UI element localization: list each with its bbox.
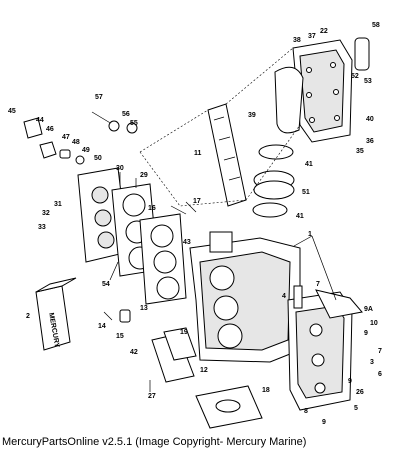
callout-15: 15 bbox=[116, 333, 124, 340]
callout-48: 48 bbox=[72, 139, 80, 146]
callout-31: 31 bbox=[54, 201, 62, 208]
callout-47: 47 bbox=[62, 134, 70, 141]
exhaust-gasket bbox=[207, 103, 247, 207]
callout-22: 22 bbox=[320, 28, 328, 35]
callout-51: 51 bbox=[302, 189, 310, 196]
exhaust-cover-assembly bbox=[274, 37, 370, 143]
callout-32: 32 bbox=[42, 210, 50, 217]
callout-9A: 9A bbox=[364, 306, 373, 313]
callout-26: 26 bbox=[356, 389, 364, 396]
base-gasket bbox=[195, 385, 263, 429]
callout-42: 42 bbox=[130, 349, 138, 356]
callout-8: 8 bbox=[304, 408, 308, 415]
callout-2: 2 bbox=[26, 313, 30, 320]
callout-29: 29 bbox=[140, 172, 148, 179]
crankcase-cover bbox=[287, 289, 363, 411]
callout-38: 38 bbox=[293, 37, 301, 44]
callout-13: 13 bbox=[140, 305, 148, 312]
callout-4: 4 bbox=[282, 293, 286, 300]
callout-16: 16 bbox=[148, 205, 156, 212]
callout-49: 49 bbox=[82, 147, 90, 154]
callout-5: 5 bbox=[354, 405, 358, 412]
callout-12: 12 bbox=[200, 367, 208, 374]
callout-45: 45 bbox=[8, 108, 16, 115]
leader-lines bbox=[109, 47, 337, 301]
callout-35: 35 bbox=[356, 148, 364, 155]
callout-55: 55 bbox=[130, 120, 138, 127]
callout-19: 19 bbox=[180, 329, 188, 336]
callout-43: 43 bbox=[183, 239, 191, 246]
callout-7: 7 bbox=[316, 281, 320, 288]
transfer-cover bbox=[151, 327, 197, 383]
callout-17: 17 bbox=[193, 198, 201, 205]
callout-52: 52 bbox=[351, 73, 359, 80]
callout-41: 41 bbox=[305, 161, 313, 168]
callout-9c: 9 bbox=[348, 378, 352, 385]
callout-46: 46 bbox=[46, 126, 54, 133]
callout-53: 53 bbox=[364, 78, 372, 85]
callout-1: 1 bbox=[308, 231, 312, 238]
cylinder-block bbox=[189, 231, 301, 363]
copyright-footer: MercuryPartsOnline v2.5.1 (Image Copyrig… bbox=[2, 436, 307, 448]
callout-44: 44 bbox=[36, 117, 44, 124]
callout-11: 11 bbox=[194, 150, 202, 157]
callout-3: 3 bbox=[370, 359, 374, 366]
callout-41b: 41 bbox=[296, 213, 304, 220]
callout-30: 30 bbox=[116, 165, 124, 172]
exhaust-rings bbox=[252, 144, 295, 218]
callout-33: 33 bbox=[38, 224, 46, 231]
callout-57: 57 bbox=[95, 94, 103, 101]
parts-box: MERCURY bbox=[35, 277, 77, 351]
small-parts bbox=[23, 111, 303, 392]
callout-9d: 9 bbox=[322, 419, 326, 426]
cylinder-gasket bbox=[139, 213, 187, 305]
callout-54: 54 bbox=[102, 281, 110, 288]
callout-7b: 7 bbox=[378, 348, 382, 355]
callout-9: 9 bbox=[364, 330, 368, 337]
callout-labels: 58 22 37 38 52 53 40 39 36 35 11 41 51 4… bbox=[8, 22, 382, 426]
callout-56: 56 bbox=[122, 111, 130, 118]
callout-18: 18 bbox=[262, 387, 270, 394]
callout-58: 58 bbox=[372, 22, 380, 29]
callout-14: 14 bbox=[98, 323, 106, 330]
callout-37: 37 bbox=[308, 33, 316, 40]
callout-27: 27 bbox=[148, 393, 156, 400]
callout-50: 50 bbox=[94, 155, 102, 162]
callout-36: 36 bbox=[366, 138, 374, 145]
callout-10: 10 bbox=[370, 320, 378, 327]
callout-39: 39 bbox=[248, 112, 256, 119]
callout-40: 40 bbox=[366, 116, 374, 123]
callout-6: 6 bbox=[378, 371, 382, 378]
